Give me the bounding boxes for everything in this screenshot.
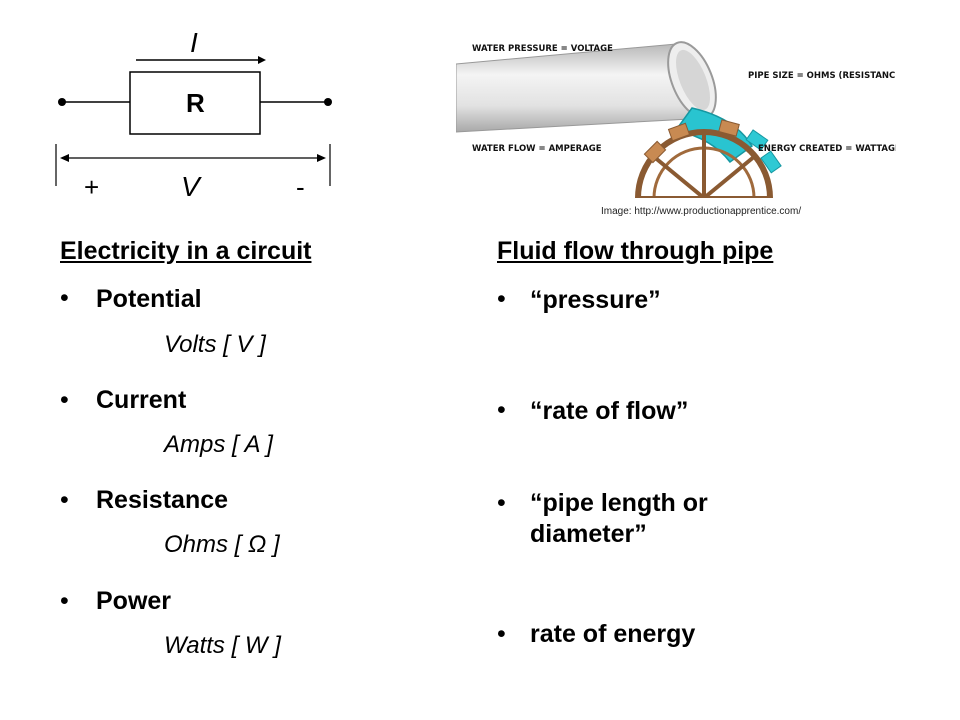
bullet-icon: • (60, 284, 69, 312)
voltage-arrow-head-right (317, 154, 326, 162)
bullet-icon: • (60, 386, 69, 414)
minus-label: - (296, 172, 305, 202)
voltage-label: V (181, 171, 202, 202)
item-current: Current (96, 386, 187, 414)
bullet-icon: • (497, 620, 506, 648)
callout-water-pressure: WATER PRESSURE = VOLTAGE (472, 44, 613, 54)
current-label: I (190, 27, 198, 58)
item-pipe-length-diameter: “pipe length or diameter” (530, 489, 708, 549)
pipe-opening-inner (676, 49, 710, 111)
item-resistance: Resistance (96, 486, 229, 514)
resistor-circuit-diagram: I R + V - (55, 27, 332, 202)
item-rate-of-energy: rate of energy (530, 620, 696, 648)
bullet-icon: • (497, 285, 506, 313)
item-rate-of-flow: “rate of flow” (530, 397, 689, 425)
callout-energy-created: ENERGY CREATED = WATTAGE (758, 144, 896, 154)
fluid-flow-heading: Fluid flow through pipe (497, 237, 774, 265)
callout-water-flow: WATER FLOW = AMPERAGE (472, 144, 602, 154)
bullet-icon: • (497, 489, 506, 517)
unit-watts: Watts [ W ] (164, 632, 281, 659)
item-potential: Potential (96, 285, 202, 313)
item-power: Power (96, 587, 172, 615)
bullet-icon: • (60, 486, 69, 514)
voltage-arrow-head-left (60, 154, 69, 162)
bullet-icon: • (60, 587, 69, 615)
callout-pipe-size: PIPE SIZE = OHMS (RESISTANCE) (748, 71, 896, 81)
unit-ohms: Ohms [ Ω ] (164, 531, 280, 558)
unit-amps: Amps [ A ] (164, 431, 273, 458)
plus-label: + (84, 172, 99, 202)
resistor-box (129, 71, 261, 135)
electricity-heading: Electricity in a circuit (60, 237, 312, 265)
resistor-label: R (186, 88, 205, 118)
bullet-icon: • (497, 396, 506, 424)
item-pressure: “pressure” (530, 286, 661, 314)
image-source-caption: Image: http://www.productionapprentice.c… (601, 206, 802, 217)
water-wheel (635, 119, 782, 198)
current-arrow-head (258, 56, 266, 64)
unit-volts: Volts [ V ] (164, 331, 266, 358)
right-terminal-dot (324, 98, 332, 106)
pipe-water-wheel-illustration: WATER PRESSURE = VOLTAGE PIPE SIZE = OHM… (456, 41, 896, 198)
